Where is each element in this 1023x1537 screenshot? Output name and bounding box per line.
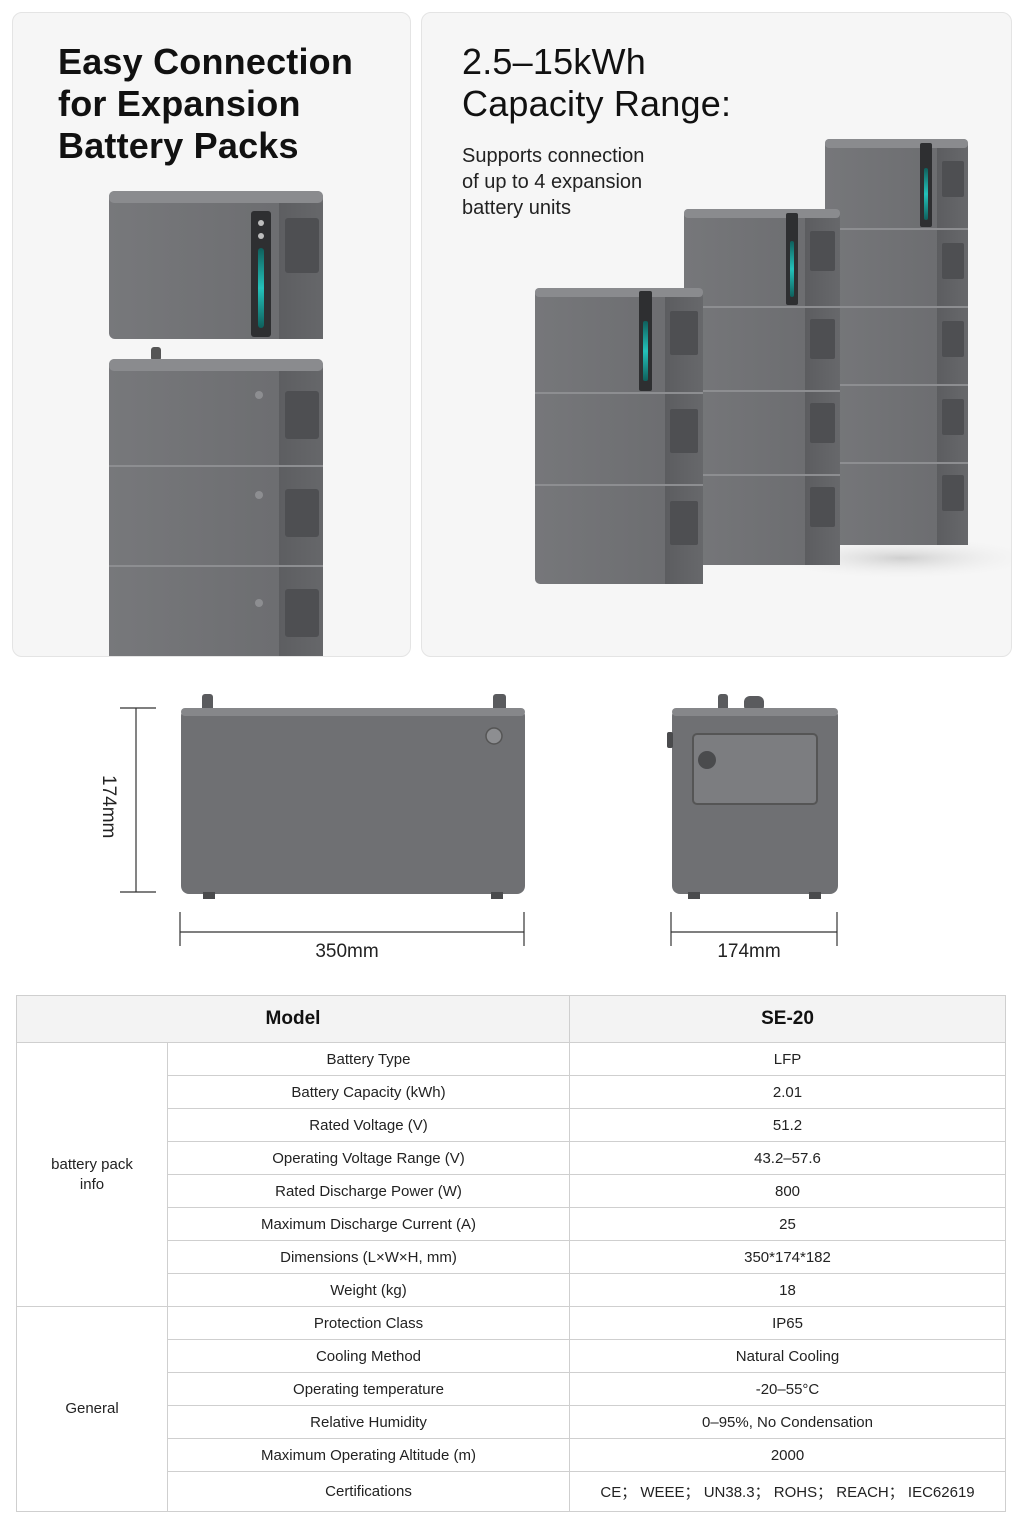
battery-stack-medium [684, 209, 840, 565]
base-battery-stack [109, 347, 323, 656]
parameter-name: Certifications [167, 1471, 570, 1512]
parameter-name: Maximum Operating Altitude (m) [167, 1438, 570, 1472]
parameter-value: -20–55°C [569, 1372, 1006, 1406]
battery-stack-large [825, 139, 968, 545]
parameter-value: 800 [569, 1174, 1006, 1208]
table-header-row: Model SE-20 [16, 995, 1006, 1043]
parameter-name: Rated Discharge Power (W) [167, 1174, 570, 1208]
panel-title: 2.5–15kWh Capacity Range: [462, 41, 732, 124]
expansion-battery-unit [109, 191, 323, 339]
parameter-value: LFP [569, 1042, 1006, 1076]
parameter-name: Weight (kg) [167, 1273, 570, 1307]
parameter-value: 2000 [569, 1438, 1006, 1472]
parameter-value: Natural Cooling [569, 1339, 1006, 1373]
length-dimension-label: 350mm [315, 941, 379, 962]
table-row: Maximum Discharge Current (A)25 [17, 1207, 1006, 1241]
battery-front-view [181, 694, 525, 899]
parameter-value: 25 [569, 1207, 1006, 1241]
parameter-name: Operating Voltage Range (V) [167, 1141, 570, 1175]
model-header: Model [16, 995, 570, 1043]
dimension-svg [120, 694, 838, 946]
battery-stack-small [535, 288, 703, 584]
parameter-value: 2.01 [569, 1075, 1006, 1109]
expansion-connection-panel: Easy Connection for Expansion Battery Pa… [12, 12, 411, 657]
three-stacks-illustration [535, 139, 1011, 584]
parameter-value: 18 [569, 1273, 1006, 1307]
battery-side-view [667, 694, 838, 899]
parameter-value: 51.2 [569, 1108, 1006, 1142]
parameter-value: IP65 [569, 1306, 1006, 1340]
parameter-name: Operating temperature [167, 1372, 570, 1406]
dimension-drawings: 174mm 350mm 174mm [0, 670, 1023, 980]
table-row: Operating temperature-20–55°C [17, 1372, 1006, 1406]
table-row: Battery Capacity (kWh)2.01 [17, 1075, 1006, 1109]
panel-title: Easy Connection for Expansion Battery Pa… [58, 41, 354, 166]
parameter-value: 0–95%, No Condensation [569, 1405, 1006, 1439]
panel-subtitle: Supports connection of up to 4 expansion… [462, 145, 645, 219]
parameter-value: 43.2–57.6 [569, 1141, 1006, 1175]
parameter-name: Battery Type [167, 1042, 570, 1076]
parameter-value: CE； WEEE； UN38.3； ROHS； REACH； IEC62619 [569, 1471, 1006, 1512]
capacity-range-panel: 2.5–15kWh Capacity Range: Supports conne… [421, 12, 1012, 657]
model-value-header: SE-20 [569, 995, 1006, 1043]
parameter-name: Cooling Method [167, 1339, 570, 1373]
parameter-name: Rated Voltage (V) [167, 1108, 570, 1142]
width-dimension-label: 174mm [717, 941, 781, 962]
parameter-name: Relative Humidity [167, 1405, 570, 1439]
table-row: Rated Discharge Power (W)800 [17, 1174, 1006, 1208]
parameter-name: Battery Capacity (kWh) [167, 1075, 570, 1109]
group-label: General [16, 1306, 168, 1512]
table-row: Rated Voltage (V)51.2 [17, 1108, 1006, 1142]
stacked-battery-illustration [109, 191, 323, 656]
parameter-name: Dimensions (L×W×H, mm) [167, 1240, 570, 1274]
parameter-value: 350*174*182 [569, 1240, 1006, 1274]
table-row: Operating Voltage Range (V)43.2–57.6 [17, 1141, 1006, 1175]
parameter-name: Protection Class [167, 1306, 570, 1340]
parameter-name: Maximum Discharge Current (A) [167, 1207, 570, 1241]
height-dimension-label: 174mm [98, 775, 119, 839]
group-label: battery pack info [16, 1042, 168, 1307]
